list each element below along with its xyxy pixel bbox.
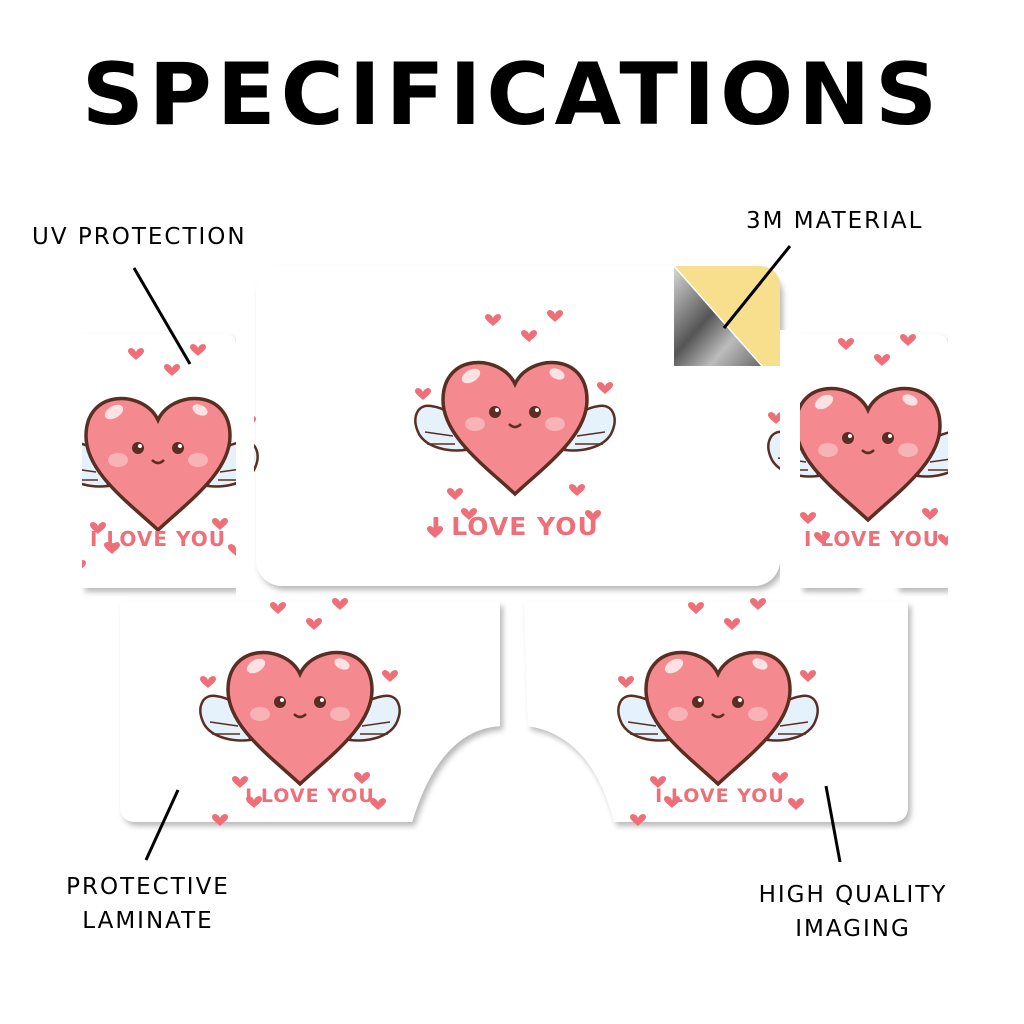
- sticker-main-label: I LOVE YOU: [431, 512, 599, 541]
- peeled-corner-icon: [673, 265, 780, 367]
- callout-high-quality-imaging-line1: HIGH QUALITY: [758, 882, 948, 908]
- sticker-bottom-right-label: I LOVE YOU: [655, 785, 785, 807]
- laminate-pointer: [144, 789, 180, 861]
- callout-3m-material: 3M MATERIAL: [746, 204, 923, 238]
- material-pointer: [722, 245, 792, 329]
- callout-high-quality-imaging-line2: IMAGING: [795, 916, 911, 942]
- page-title: SPECIFICATIONS: [81, 45, 943, 145]
- sticker-right-label: I LOVE YOU: [804, 527, 940, 551]
- callout-uv-protection-text: UV PROTECTION: [32, 224, 247, 250]
- sticker-left-label: I LOVE YOU: [90, 527, 226, 551]
- callout-protective-laminate-line1: PROTECTIVE: [66, 874, 230, 900]
- sticker-bottom-left-label: I LOVE YOU: [245, 785, 375, 807]
- callout-protective-laminate-line2: LAMINATE: [82, 908, 214, 934]
- callout-protective-laminate: PROTECTIVE LAMINATE: [48, 870, 248, 938]
- imaging-pointer: [824, 785, 842, 863]
- callout-uv-protection: UV PROTECTION: [32, 220, 247, 254]
- callout-high-quality-imaging: HIGH QUALITY IMAGING: [738, 878, 968, 946]
- uv-protection-pointer: [132, 267, 192, 365]
- callout-3m-material-text: 3M MATERIAL: [746, 208, 924, 234]
